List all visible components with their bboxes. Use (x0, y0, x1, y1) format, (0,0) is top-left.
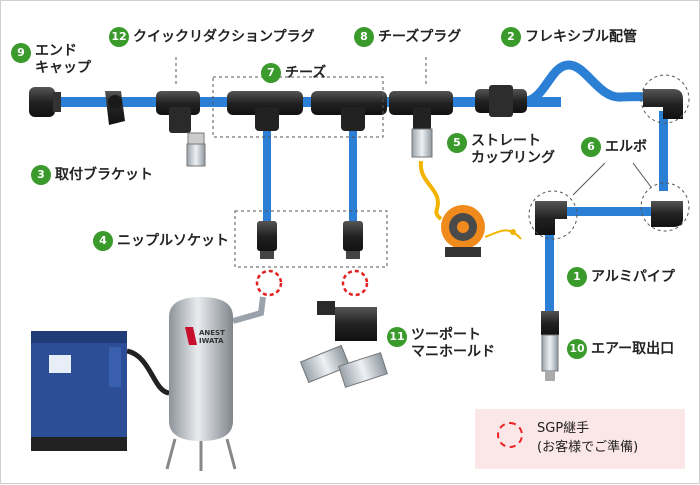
brand-line2: IWATA (199, 337, 224, 345)
hose-reel (418, 160, 522, 257)
bracket-text: 取付ブラケット (55, 167, 153, 183)
label-elbow: 6 エルボ (581, 137, 647, 157)
manifold-line1: ツーポート (411, 327, 481, 343)
receiver-tank (165, 297, 237, 471)
label-manifold: 11 ツーポートマニホールド (387, 327, 495, 361)
label-air-outlet: 10 エアー取出口 (567, 339, 674, 359)
legend-sgp-circle (497, 422, 523, 448)
label-straight-coupling: 5 ストレートカップリング (447, 133, 555, 167)
badge-6: 6 (581, 137, 601, 157)
two-port-manifold (299, 301, 388, 388)
flexible-pipe (520, 60, 664, 107)
tee-fitting-1 (227, 91, 303, 131)
label-alumi-pipe: 1 アルミパイプ (567, 267, 675, 287)
end-cap-fitting (29, 87, 61, 117)
tee-plug-fitting (389, 91, 453, 158)
badge-1: 1 (567, 267, 587, 287)
label-tee: 7 チーズ (261, 63, 326, 83)
badge-5: 5 (447, 133, 467, 153)
straight-coupling-line2: カップリング (471, 150, 555, 166)
horizontal-pipe-lower (561, 207, 665, 216)
drop-pipe (545, 221, 554, 313)
nipple-group-box (234, 210, 388, 268)
tee-plug-text: チーズプラグ (378, 29, 462, 45)
label-tee-plug: 8 チーズプラグ (354, 27, 461, 47)
end-cap-line2: キャップ (35, 60, 91, 76)
tee-drop-2 (349, 119, 357, 223)
tee-group-box (212, 76, 384, 138)
legend-text: SGP継手 (お客様でご準備) (537, 419, 638, 457)
elbow-circle-right (640, 182, 690, 232)
badge-12: 12 (109, 27, 129, 47)
badge-8: 8 (354, 27, 374, 47)
label-quick-plug: 12 クイックリダクションプラグ (109, 27, 315, 47)
legend-box: SGP継手 (お客様でご準備) (475, 409, 685, 469)
label-nipple-socket: 4 ニップルソケット (93, 231, 229, 251)
legend-line2: (お客様でご準備) (537, 440, 639, 455)
straight-coupling-line1: ストレート (471, 133, 541, 149)
elbow-fitting-lower (535, 201, 683, 235)
badge-11: 11 (387, 327, 407, 347)
tee-text: チーズ (285, 65, 327, 81)
vertical-pipe-right (659, 111, 668, 191)
alumi-pipe-text: アルミパイプ (591, 269, 675, 285)
straight-coupling-fitting (475, 85, 527, 117)
tee-drop-1 (263, 119, 271, 223)
nipple-socket-text: ニップルソケット (117, 233, 229, 249)
label-flexible-pipe: 2 フレキシブル配管 (501, 27, 637, 47)
badge-10: 10 (567, 339, 587, 359)
brand-line1: ANEST (199, 329, 225, 337)
legend-line1: SGP継手 (537, 421, 590, 436)
badge-4: 4 (93, 231, 113, 251)
badge-3: 3 (31, 165, 51, 185)
manifold-line2: マニホールド (411, 344, 495, 360)
label-end-cap: 9 エンドキャップ (11, 43, 91, 77)
elbow-leader-1 (572, 162, 606, 196)
badge-9: 9 (11, 43, 31, 63)
flexible-pipe-text: フレキシブル配管 (525, 29, 637, 45)
quick-plug-fitting (156, 91, 206, 167)
brand-logo: ANEST IWATA (185, 329, 225, 345)
tank-pipe (232, 296, 266, 324)
air-outlet-text: エアー取出口 (591, 341, 675, 357)
tee-fitting-2 (311, 91, 387, 131)
nipple-socket-2 (343, 221, 363, 259)
badge-2: 2 (501, 27, 521, 47)
elbow-circle-left (528, 190, 578, 240)
sgp-marker-1 (255, 269, 283, 297)
nipple-socket-1 (257, 221, 277, 259)
label-bracket: 3 取付ブラケット (31, 165, 153, 185)
air-outlet-fitting (541, 311, 559, 381)
end-cap-line1: エンド (35, 43, 77, 59)
badge-7: 7 (261, 63, 281, 83)
elbow-leader-2 (632, 162, 652, 188)
bracket-fitting (105, 91, 125, 125)
compressor (31, 331, 170, 451)
elbow-circle-upper (640, 74, 690, 124)
elbow-fitting-upper (643, 89, 683, 119)
quick-plug-text: クイックリダクションプラグ (133, 29, 315, 45)
elbow-text: エルボ (605, 139, 647, 155)
sgp-marker-2 (341, 269, 369, 297)
